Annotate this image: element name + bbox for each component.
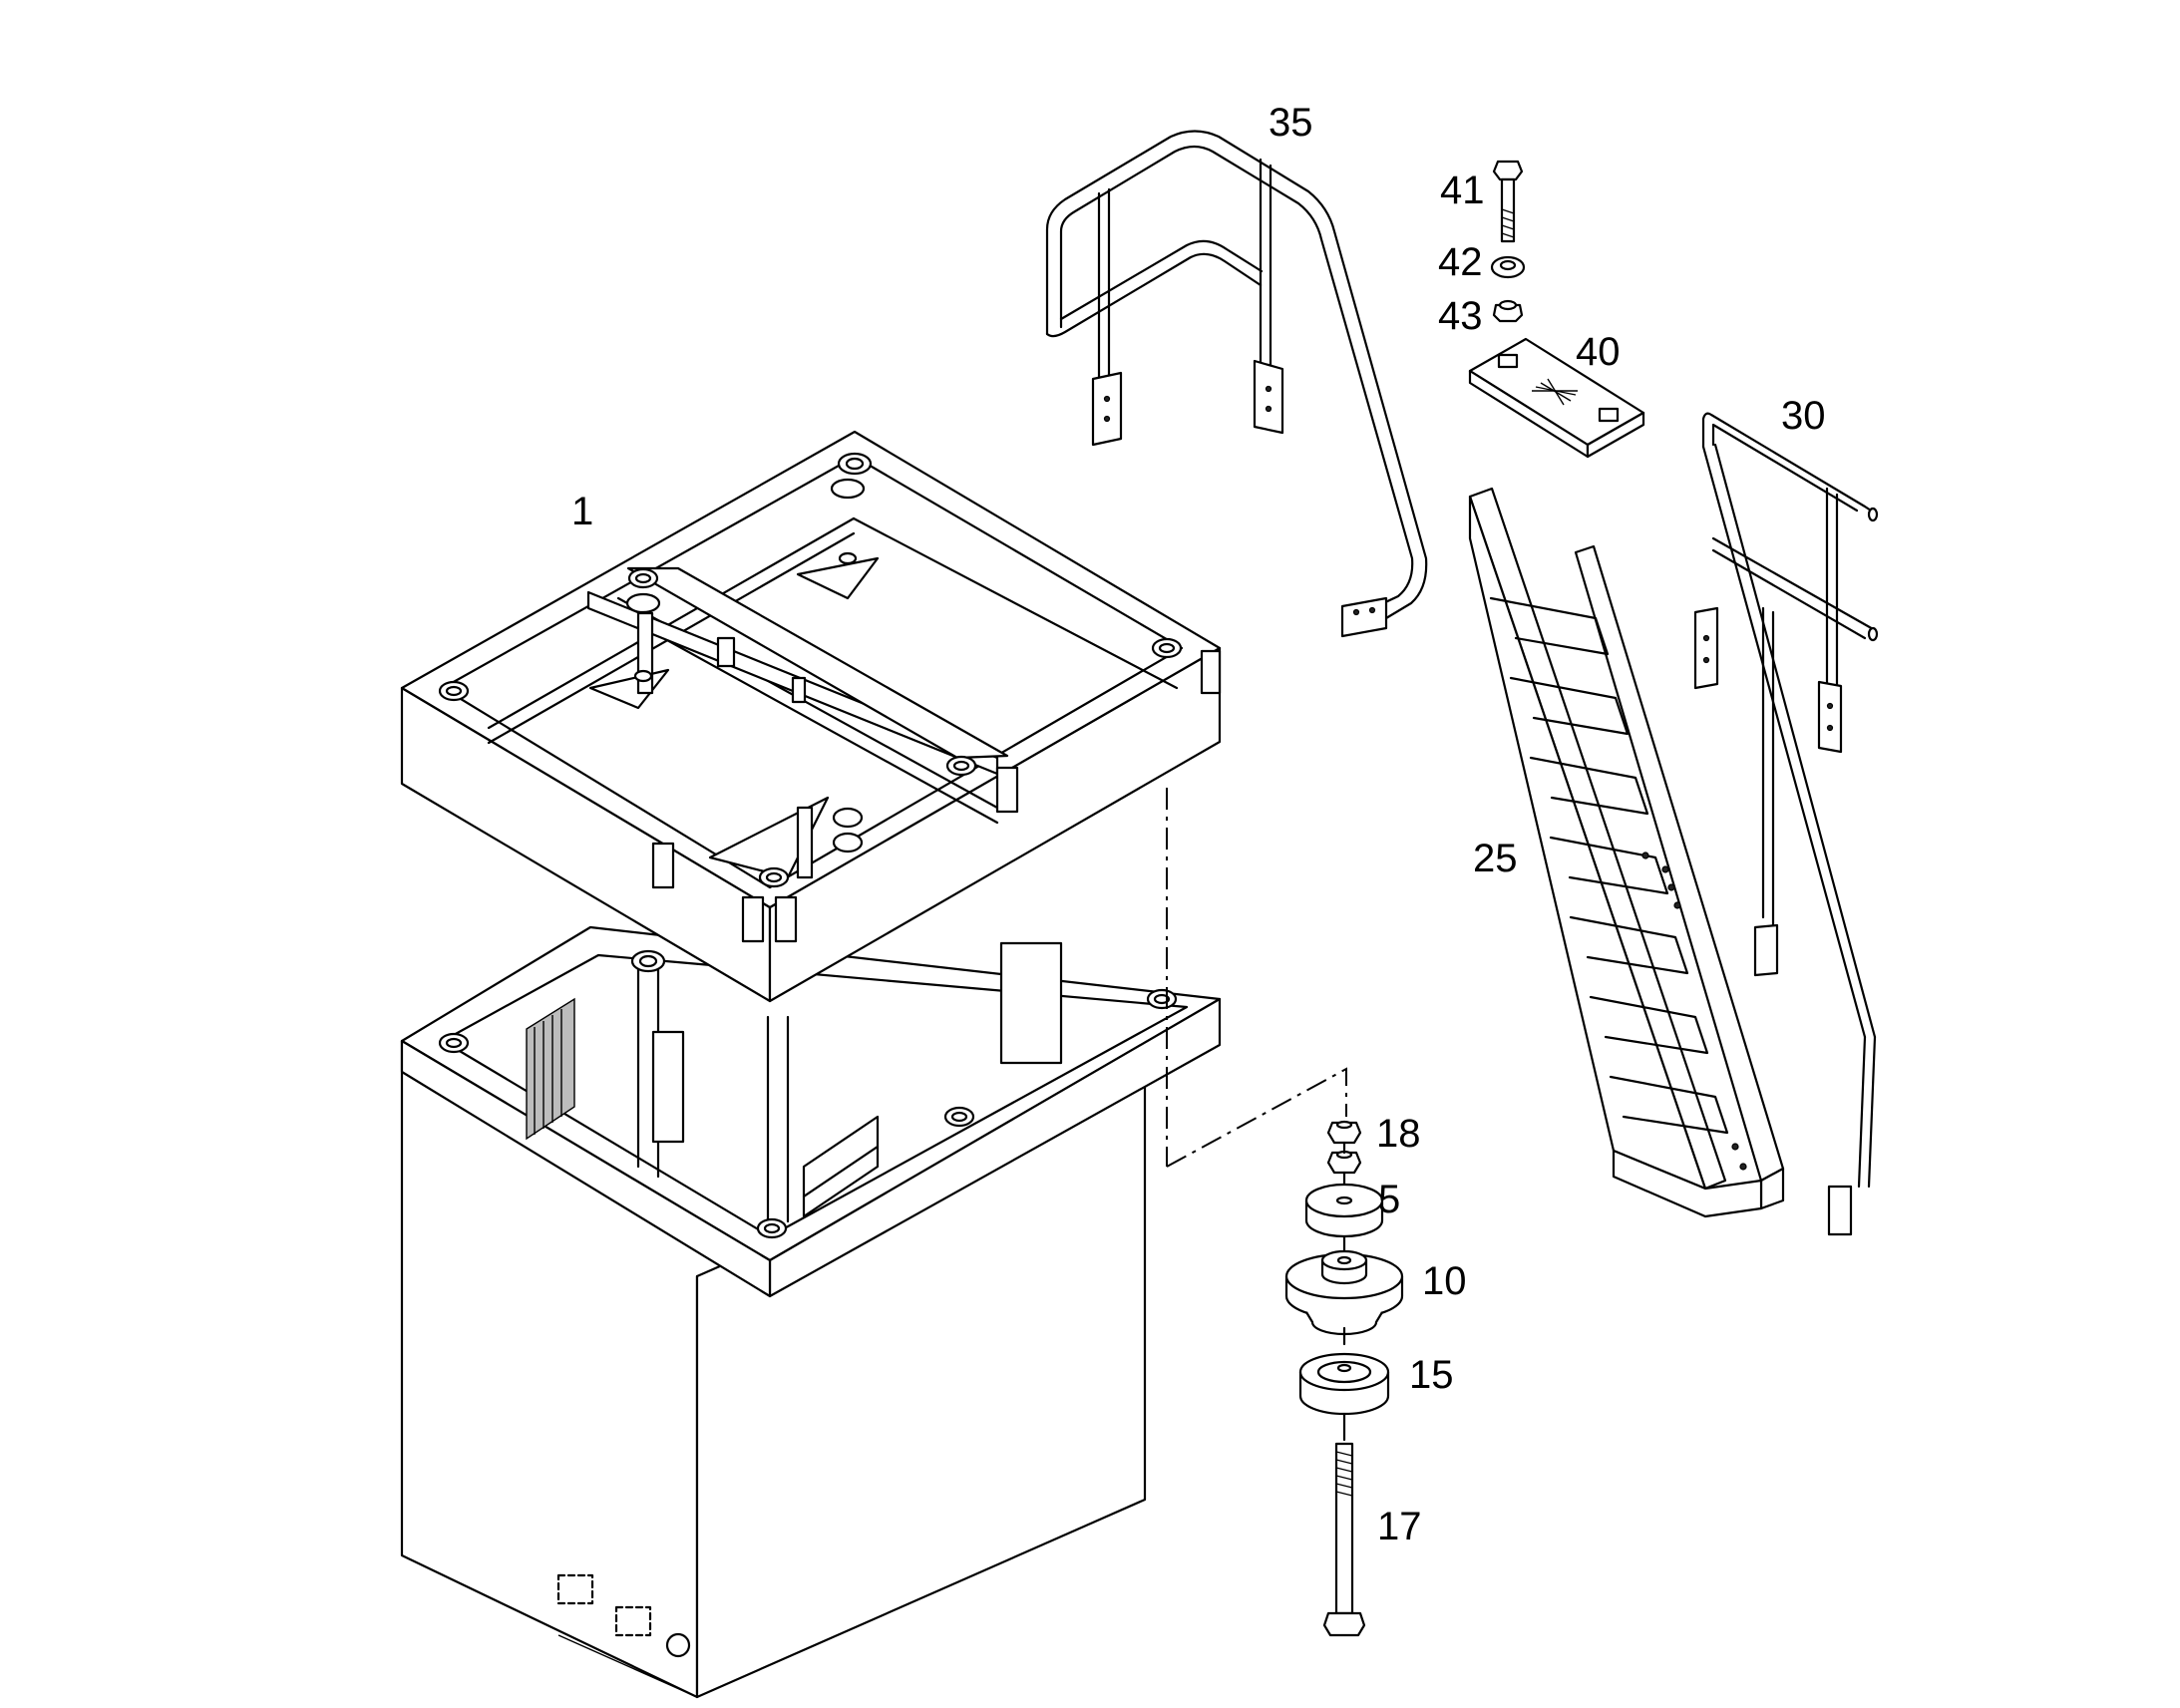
vent-grille	[526, 997, 575, 1141]
callout-41: 41	[1440, 169, 1485, 212]
top-frame	[400, 430, 1222, 1003]
cabinet-assembly	[400, 430, 1347, 1699]
nut-18-lower	[1326, 1151, 1362, 1175]
nut-18-upper	[1326, 1121, 1362, 1145]
lower-cabinet	[400, 925, 1222, 1699]
isolator-stack	[1284, 1120, 1404, 1637]
handrail-large	[1045, 130, 1428, 638]
callout-17: 17	[1377, 1505, 1422, 1548]
callout-35: 35	[1269, 101, 1313, 145]
washer-5	[1304, 1183, 1384, 1238]
mount-10	[1284, 1249, 1404, 1336]
callout-10: 10	[1422, 1259, 1467, 1303]
callout-30: 30	[1781, 394, 1826, 438]
callout-15: 15	[1409, 1353, 1454, 1397]
callout-18: 18	[1376, 1112, 1421, 1156]
handrail-small	[1693, 412, 1879, 1236]
callout-42: 42	[1438, 240, 1483, 284]
callout-43: 43	[1438, 294, 1483, 338]
callout-1: 1	[571, 490, 593, 533]
callout-5: 5	[1378, 1178, 1400, 1221]
alignment-line	[1166, 1067, 1347, 1168]
callout-25: 25	[1473, 837, 1518, 880]
plate-40	[1468, 337, 1645, 459]
staircase	[1468, 487, 1785, 1218]
bolt-17	[1322, 1442, 1366, 1637]
callout-40: 40	[1576, 330, 1621, 374]
hardware-41-42-43	[1490, 160, 1526, 323]
pad-15	[1298, 1352, 1390, 1416]
